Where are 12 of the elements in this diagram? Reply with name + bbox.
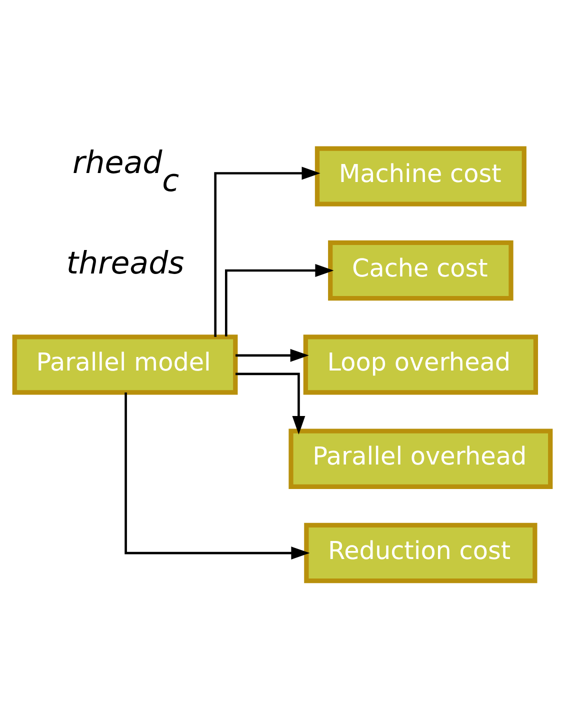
arrow xyxy=(236,372,306,434)
node-box: Parallel model xyxy=(12,334,238,394)
arrow xyxy=(214,166,320,336)
node-box: Cache cost xyxy=(328,240,514,300)
node-box: Reduction cost xyxy=(304,522,538,583)
node-box: Parallel overhead xyxy=(288,428,553,488)
node-box: Machine cost xyxy=(314,146,526,206)
arrow xyxy=(124,392,310,560)
node-box: Loop overhead xyxy=(303,334,538,394)
arrow xyxy=(224,264,334,336)
arrow xyxy=(236,348,309,362)
label: threads xyxy=(66,245,184,282)
